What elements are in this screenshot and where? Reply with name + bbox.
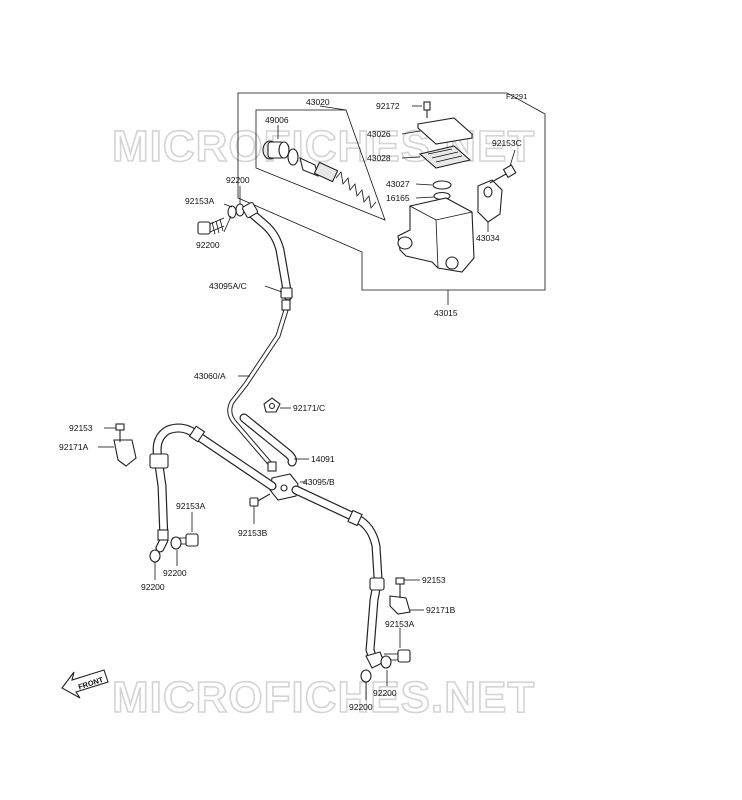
leader-43095AC — [264, 285, 283, 293]
clamp-43034 — [477, 179, 503, 223]
label-92200-right2: 92200 — [349, 702, 373, 712]
label-92153A-left: 92153A — [176, 501, 206, 511]
label-92153A-top: 92153A — [185, 196, 215, 206]
reservoir-cap-43026 — [416, 117, 474, 145]
label-49006: 49006 — [265, 115, 289, 125]
label-92171C: 92171/C — [293, 403, 325, 413]
label-92153-left: 92153 — [69, 423, 93, 433]
spring — [335, 171, 377, 209]
hose-43095AC — [241, 201, 293, 301]
label-92172: 92172 — [376, 101, 400, 111]
label-92153B: 92153B — [238, 528, 268, 538]
label-92171A: 92171A — [59, 442, 89, 452]
bolt-92153C — [489, 164, 517, 184]
screw-92172 — [412, 101, 431, 118]
label-92200-right1: 92200 — [373, 688, 397, 698]
label-43027: 43027 — [386, 179, 410, 189]
front-arrow-icon: FRONT — [61, 669, 109, 699]
bolt-92153A-top — [197, 217, 225, 235]
ring-43027 — [432, 180, 452, 190]
leader-92153A-top — [223, 203, 233, 208]
label-92200-top: 92200 — [226, 175, 250, 185]
clamp-92171A — [113, 423, 137, 467]
label-92153C: 92153C — [492, 138, 522, 148]
leader-16165 — [415, 196, 435, 199]
label-43060A: 43060/A — [194, 371, 226, 381]
label-92200-left1: 92200 — [163, 568, 187, 578]
label-14091: 14091 — [311, 454, 335, 464]
watermark-top: MICROFICHES.NET — [112, 122, 535, 171]
leader-43020 — [319, 105, 347, 111]
label-43034: 43034 — [476, 233, 500, 243]
clamp-92171C — [263, 397, 281, 413]
circlip — [287, 148, 299, 166]
piston-kit-outline — [255, 109, 386, 221]
assembly-outline — [237, 92, 546, 291]
label-92153A-right: 92153A — [385, 619, 415, 629]
leader-43028 — [401, 156, 421, 159]
leader-92200-top2 — [223, 215, 232, 233]
label-43020: 43020 — [306, 97, 330, 107]
leader-43027 — [415, 183, 433, 186]
hose-43095B-right — [291, 485, 385, 669]
master-cylinder-43015 — [397, 197, 475, 273]
label-16165: 16165 — [386, 193, 410, 203]
label-92153-right: 92153 — [422, 575, 446, 585]
label-92200-left2: 92200 — [141, 582, 165, 592]
label-43015: 43015 — [434, 308, 458, 318]
clamp-92171B — [389, 577, 411, 615]
label-43026: 43026 — [367, 129, 391, 139]
pipe-43060A — [227, 299, 291, 472]
washer-92200-right-b — [360, 669, 372, 683]
label-43095AC: 43095A/C — [209, 281, 247, 291]
protector-14091 — [239, 413, 297, 467]
label-43028: 43028 — [367, 153, 391, 163]
watermark-bottom: MICROFICHES.NET — [112, 673, 535, 722]
washer-92200-top-a — [227, 205, 237, 219]
washer-92200-left-a — [170, 536, 182, 550]
boot-49006 — [262, 140, 290, 160]
leader-43026 — [401, 130, 421, 135]
washer-92200-right-a — [380, 655, 392, 669]
label-43095B: 43095/B — [303, 477, 335, 487]
diaphragm-43028 — [418, 145, 472, 169]
hose-43095B-left — [149, 423, 277, 553]
piston-rod — [299, 157, 339, 183]
washer-92200-left-b — [149, 549, 161, 563]
figure-code: F2291 — [506, 92, 527, 101]
bolt-92153B — [249, 493, 271, 507]
leader-92153C — [509, 149, 516, 167]
label-92200-top2: 92200 — [196, 240, 220, 250]
label-92171B: 92171B — [426, 605, 456, 615]
